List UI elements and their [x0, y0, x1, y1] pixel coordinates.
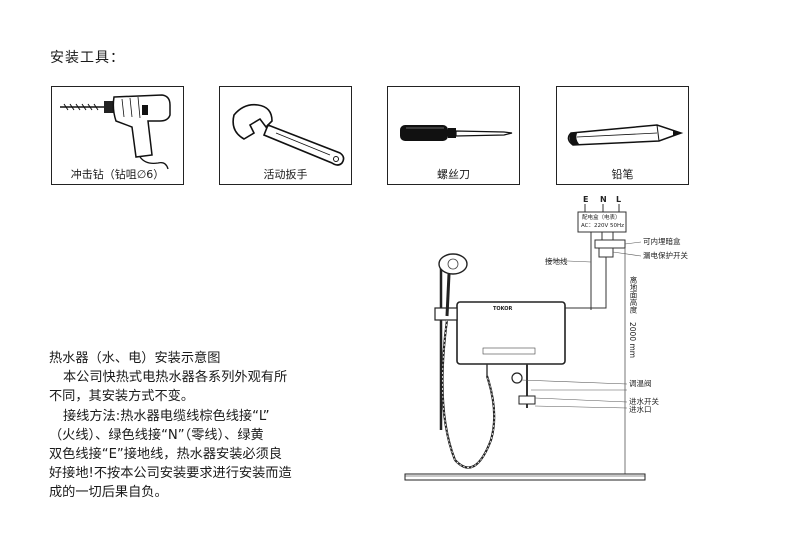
pencil-icon — [567, 124, 684, 146]
screwdriver-icon — [400, 125, 513, 141]
installation-description: 热水器（水、电）安装示意图 本公司快热式电热水器各系列外观有所 不同，其安装方式… — [49, 349, 367, 503]
description-para2-line4: 好接地!不按本公司安装要求进行安装而造 — [49, 466, 292, 482]
description-para1-line2: 不同，其安装方式不变。 — [49, 389, 195, 405]
terminal-e: E — [583, 195, 589, 204]
height-label: 离地面高度 — [629, 276, 638, 314]
tool-card-pencil: 铅笔 — [556, 86, 689, 185]
inlet-label: 进水口 — [629, 405, 652, 414]
installation-diagram: E N L 配电盒（电表） AC：220V 50Hz 可内埋暗盒 漏电保护开关 … — [395, 190, 695, 494]
junction-box-label: 可内埋暗盒 — [643, 237, 681, 246]
tool-card-wrench: 活动扳手 — [219, 86, 352, 185]
description-para2-line3: 双色线接“E”接地线，热水器安装必须良 — [49, 447, 282, 463]
description-heading: 热水器（水、电）安装示意图 — [49, 351, 221, 366]
diagram-drawing — [404, 204, 646, 481]
panel-label-1: 配电盒（电表） — [582, 215, 621, 221]
height-value: 2000 mm — [628, 322, 637, 359]
terminal-l: L — [616, 195, 622, 204]
description-para2-line5: 成的一切后果自负。 — [49, 485, 168, 501]
inlet-switch-label: 进水开关 — [629, 397, 659, 406]
impact-drill-icon — [60, 94, 171, 170]
heater-brand: TOKOR — [493, 306, 513, 312]
panel-label-2: AC：220V 50Hz — [581, 223, 625, 229]
tool-label-wrench: 活动扳手 — [263, 168, 308, 181]
ground-wire-label: 接地线 — [545, 257, 568, 266]
tool-card-drill: 冲击钻（钻咀∅6） — [51, 86, 184, 185]
page-title: 安装工具： — [50, 50, 125, 66]
tool-label-drill: 冲击钻（钻咀∅6） — [70, 168, 165, 181]
tool-label-pencil: 铅笔 — [611, 168, 634, 181]
tool-label-screwdriver: 螺丝刀 — [437, 168, 470, 181]
description-para1-line1: 本公司快热式电热水器各系列外观有所 — [63, 370, 288, 386]
description-para2-line2: （火线）、绿色线接“N”（零线）、绿黄 — [49, 427, 264, 443]
tool-card-screwdriver: 螺丝刀 — [387, 86, 520, 185]
adjustable-wrench-icon — [232, 103, 345, 166]
terminal-n: N — [600, 195, 607, 204]
leakage-switch-label: 漏电保护开关 — [643, 251, 688, 260]
temp-valve-label: 调温阀 — [629, 379, 652, 388]
description-para2-line1: 接线方法:热水器电缆线棕色线接“L” — [63, 408, 270, 424]
